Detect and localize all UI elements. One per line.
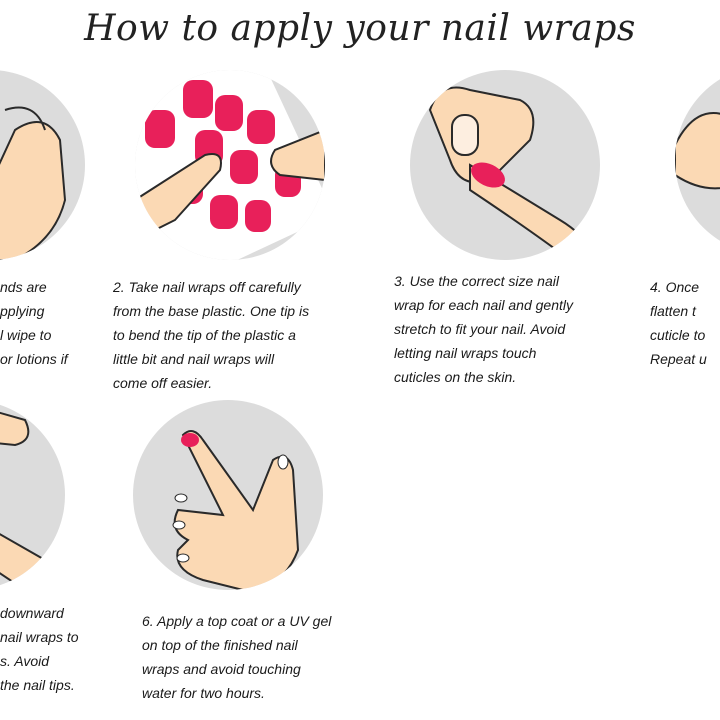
step-6-line: 6. Apply a top coat or a UV gel [142, 613, 332, 629]
step-1-line: l wipe to [0, 327, 52, 343]
step-2-line: come off easier. [113, 375, 213, 391]
step-5-text: downward nail wraps to s. Avoid the nail… [0, 601, 79, 697]
page-title: How to apply your nail wraps [84, 8, 636, 49]
step-1-line: or lotions if [0, 351, 68, 367]
step-3-illustration [410, 70, 600, 260]
step-6-illustration [133, 400, 323, 590]
step-2-line: from the base plastic. One tip is [113, 303, 310, 319]
step-3-line: letting nail wraps touch [394, 345, 537, 361]
step-2-line: 2. Take nail wraps off carefully [113, 279, 301, 295]
step-6-text: 6. Apply a top coat or a UV gel on top o… [142, 609, 331, 705]
step-1-line: nds are [0, 279, 47, 295]
step-5-line: s. Avoid [0, 653, 50, 669]
step-1-illustration [0, 70, 85, 260]
step-3-line: stretch to fit your nail. Avoid [394, 321, 566, 337]
step-5-line: the nail tips. [0, 677, 75, 693]
step-5-line: nail wraps to [0, 629, 79, 645]
step-6-line: water for two hours. [142, 685, 265, 701]
step-1-line: pplying [0, 303, 45, 319]
step-3-text: 3. Use the correct size nail wrap for ea… [394, 269, 573, 389]
step-1-text: nds are pplying l wipe to or lotions if [0, 275, 68, 371]
step-4-text: 4. Once flatten t cuticle to Repeat u [650, 275, 707, 371]
step-2-text: 2. Take nail wraps off carefully from th… [113, 275, 309, 395]
step-4-line: 4. Once [650, 279, 700, 295]
step-3-line: cuticles on the skin. [394, 369, 517, 385]
step-4-illustration [675, 79, 720, 241]
step-6-line: wraps and avoid touching [142, 661, 301, 677]
step-5-illustration [0, 400, 65, 590]
step-2-illustration [135, 70, 325, 260]
step-4-line: Repeat u [650, 351, 707, 367]
step-4-line: flatten t [650, 303, 696, 319]
step-2-line: little bit and nail wraps will [113, 351, 275, 367]
step-5-line: downward [0, 605, 64, 621]
step-4-line: cuticle to [650, 327, 706, 343]
step-6-line: on top of the finished nail [142, 637, 298, 653]
step-2-line: to bend the tip of the plastic a [113, 327, 296, 343]
step-3-line: wrap for each nail and gently [394, 297, 573, 313]
step-3-line: 3. Use the correct size nail [394, 273, 559, 289]
